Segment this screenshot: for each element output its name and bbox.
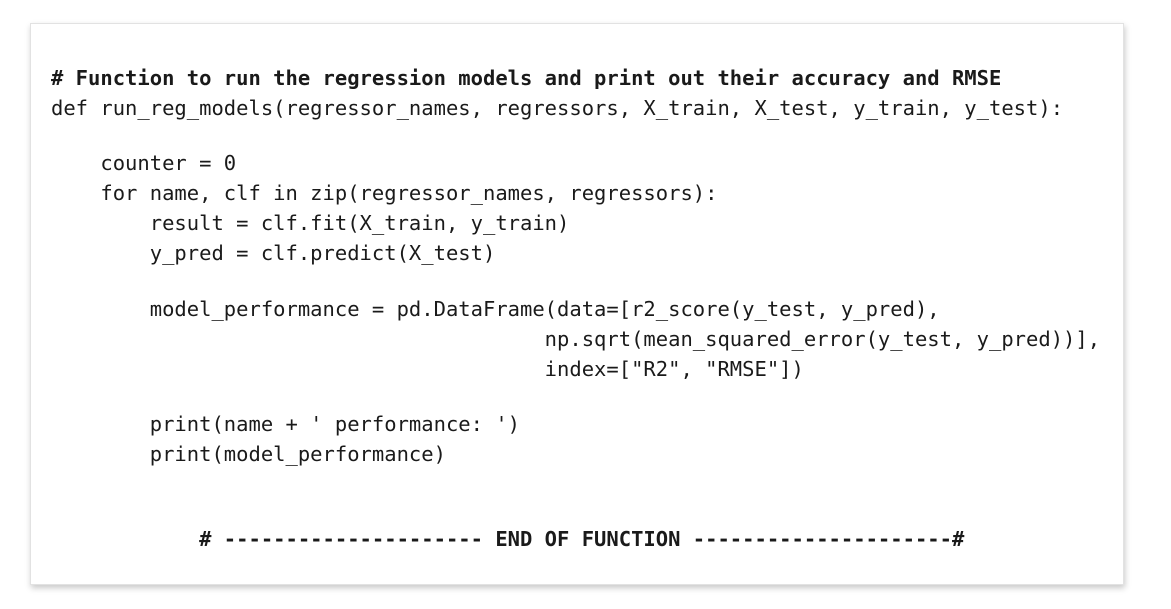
code-line: model_performance = pd.DataFrame(data=[r…: [51, 297, 940, 321]
code-line: np.sqrt(mean_squared_error(y_test, y_pre…: [51, 327, 1101, 351]
code-line: y_pred = clf.predict(X_test): [51, 241, 496, 265]
code-line: index=["R2", "RMSE"]): [51, 357, 804, 381]
code-line: print(model_performance): [51, 442, 446, 466]
code-line: result = clf.fit(X_train, y_train): [51, 211, 570, 235]
code-line: print(name + ' performance: '): [51, 412, 520, 436]
comment-line: # Function to run the regression models …: [51, 66, 1002, 90]
function-def-line: def run_reg_models(regressor_names, regr…: [51, 96, 1064, 120]
end-of-function-comment: # --------------------- END OF FUNCTION …: [51, 527, 965, 551]
code-line: counter = 0: [51, 151, 237, 175]
code-snippet-card: # Function to run the regression models …: [30, 23, 1124, 585]
code-line: for name, clf in zip(regressor_names, re…: [51, 181, 718, 205]
